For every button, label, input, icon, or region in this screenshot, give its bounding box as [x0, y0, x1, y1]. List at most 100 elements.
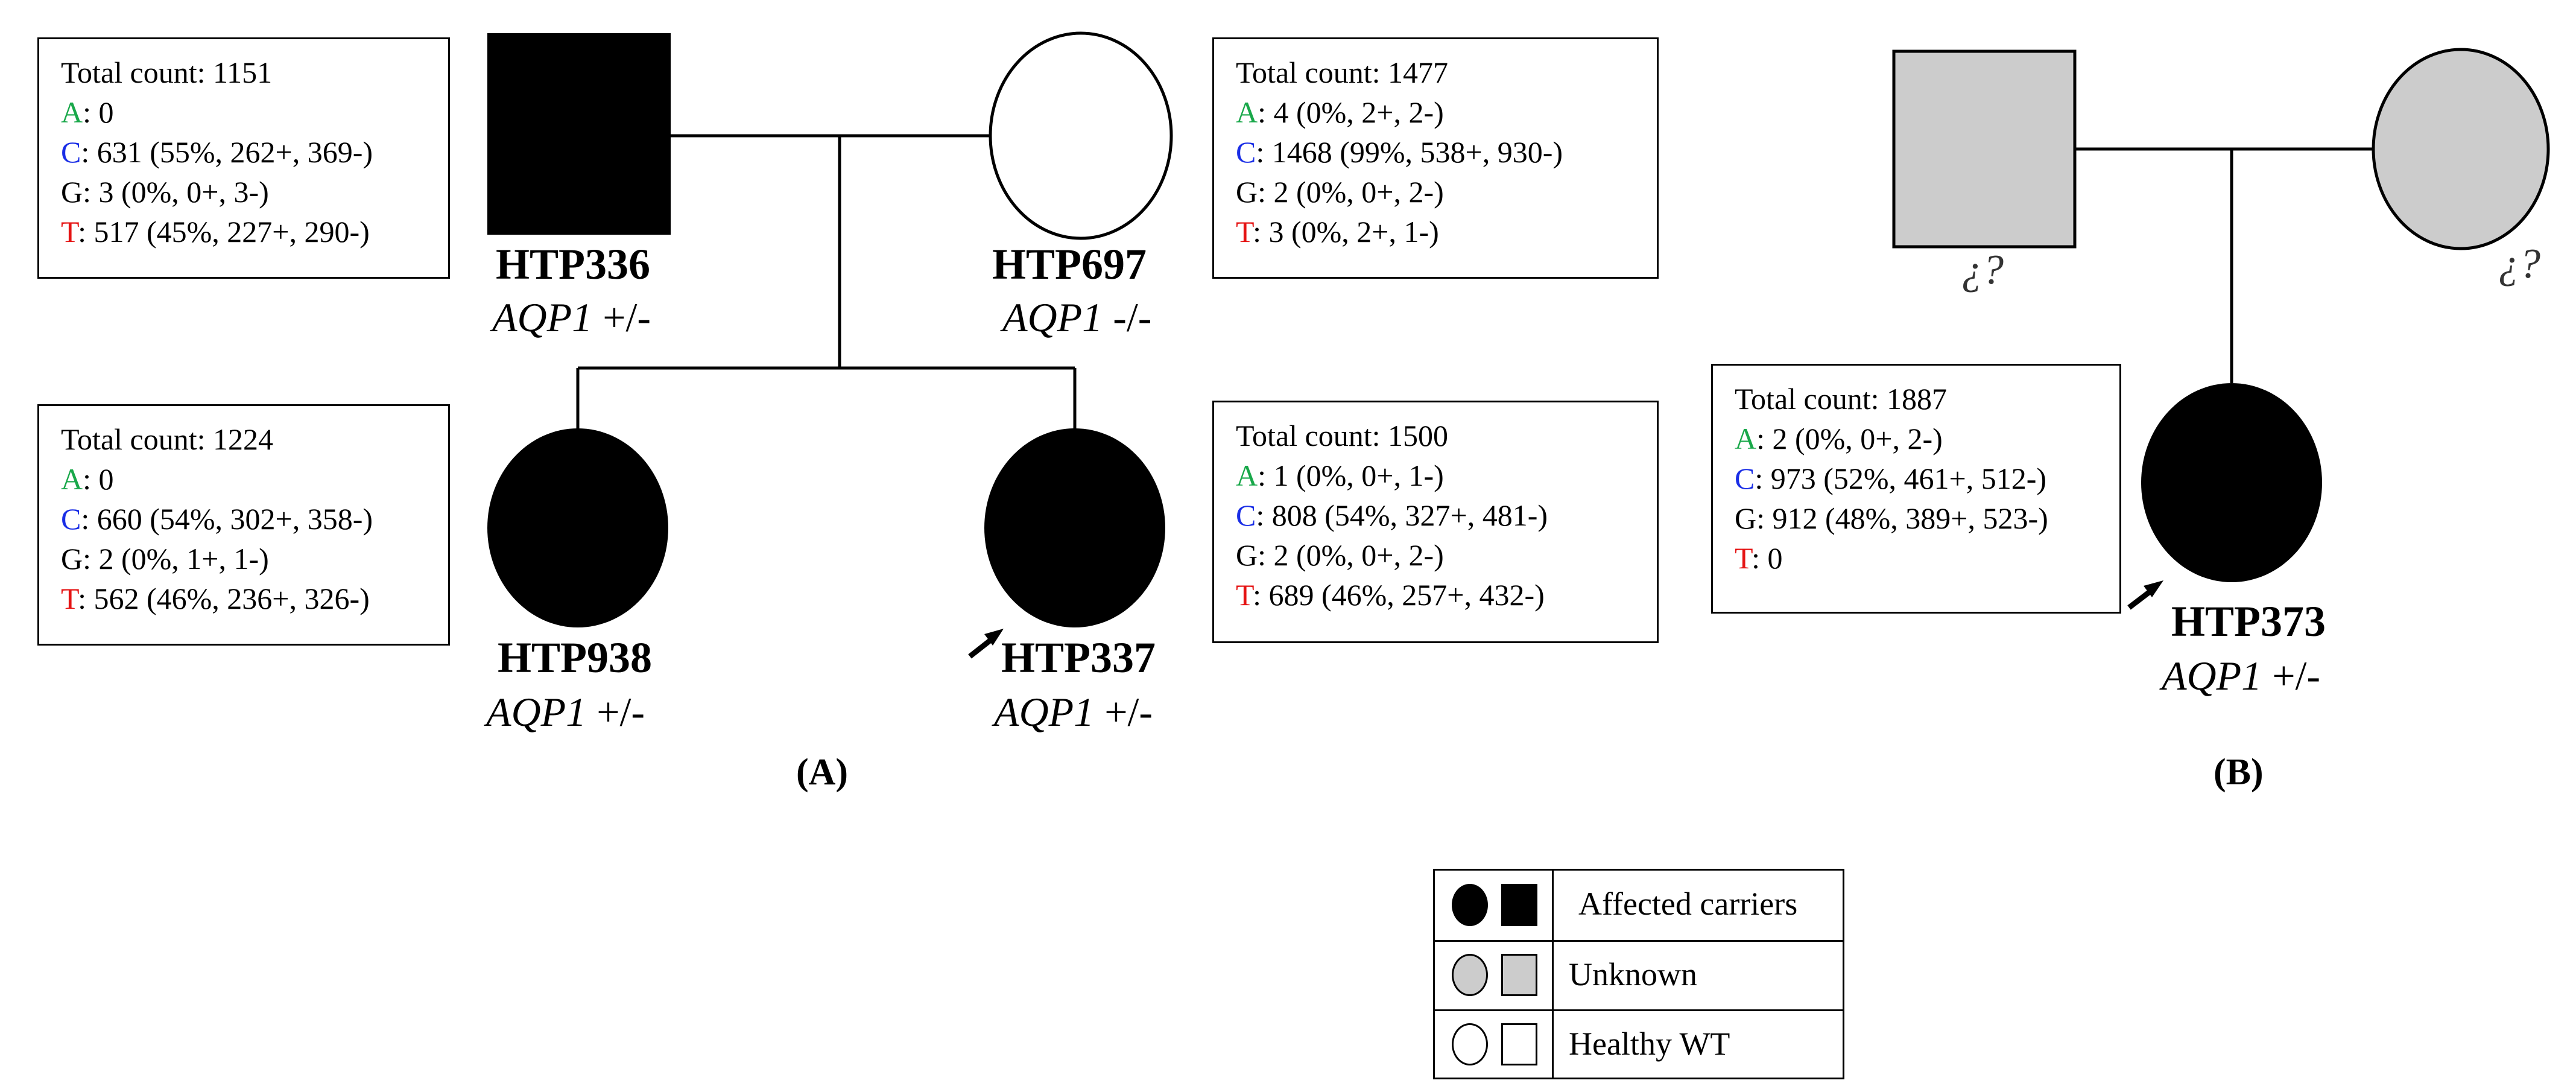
htp697-genotype: AQP1 -/- [1002, 293, 1151, 341]
base-c-count: : 660 (54%, 302+, 358-) [81, 502, 373, 536]
affected-circle-icon [1452, 884, 1488, 926]
base-a-label: A [1735, 422, 1757, 456]
base-a-count: : 1 (0%, 0+, 1-) [1258, 459, 1444, 492]
base-a-count: : 0 [83, 95, 114, 129]
base-t-label: T [61, 215, 78, 249]
count-box-htp373: Total count: 1887 A: 2 (0%, 0+, 2-) C: 9… [1711, 364, 2121, 614]
healthy-square-icon [1501, 1023, 1537, 1065]
count-box-htp336: Total count: 1151 A: 0 C: 631 (55%, 262+… [37, 37, 450, 279]
unknown-square-icon [1501, 954, 1537, 996]
htp336-genotype: AQP1 +/- [492, 293, 651, 341]
base-a-label: A [1236, 95, 1258, 129]
unknown-mother-circle-symbol [2372, 48, 2550, 250]
unknown-circle-icon [1452, 954, 1488, 996]
base-t-label: T [1735, 541, 1752, 575]
base-g-count: : 2 (0%, 0+, 2-) [1258, 538, 1444, 572]
base-g-label: G [1236, 175, 1258, 209]
htp336-square-symbol [487, 33, 671, 235]
count-box-htp337: Total count: 1500 A: 1 (0%, 0+, 1-) C: 8… [1212, 401, 1659, 643]
legend-row-affected: Affected carriers [1435, 871, 1843, 940]
total-count: Total count: 1887 [1735, 382, 1948, 416]
genotype-value: -/- [1103, 294, 1152, 340]
father-b-unknown-label: ¿? [1961, 247, 2004, 293]
base-t-label: T [1236, 578, 1253, 612]
genotype-value: +/- [592, 294, 651, 340]
base-t-label: T [61, 582, 78, 615]
base-g-count: : 2 (0%, 0+, 2-) [1258, 175, 1444, 209]
legend: Affected carriers Unknown Healthy WT [1433, 869, 1844, 1079]
htp373-circle-symbol [2141, 383, 2322, 582]
affected-square-icon [1501, 884, 1537, 926]
gene-name: AQP1 [486, 689, 587, 735]
legend-divider [1552, 871, 1554, 1078]
count-box-htp938: Total count: 1224 A: 0 C: 660 (54%, 302+… [37, 404, 450, 646]
base-c-count: : 631 (55%, 262+, 369-) [81, 135, 373, 169]
htp337-id: HTP337 [1001, 633, 1156, 682]
base-g-label: G [61, 542, 83, 576]
legend-healthy-label: Healthy WT [1569, 1026, 1730, 1062]
base-c-count: : 973 (52%, 461+, 512-) [1755, 462, 2047, 495]
base-a-label: A [1236, 459, 1258, 492]
gene-name: AQP1 [492, 294, 593, 340]
base-c-label: C [1236, 135, 1256, 169]
htp337-genotype: AQP1 +/- [994, 688, 1153, 736]
legend-unknown-label: Unknown [1569, 956, 1697, 992]
base-t-count: : 3 (0%, 2+, 1-) [1253, 215, 1439, 249]
gene-name: AQP1 [2162, 653, 2262, 699]
htp336-id: HTP336 [496, 240, 651, 288]
base-c-count: : 808 (54%, 327+, 481-) [1256, 498, 1548, 532]
base-g-count: : 3 (0%, 0+, 3-) [83, 175, 269, 209]
legend-row-unknown: Unknown [1435, 940, 1843, 1009]
base-a-count: : 2 (0%, 0+, 2-) [1756, 422, 1943, 456]
total-count: Total count: 1477 [1236, 56, 1449, 89]
base-a-count: : 0 [83, 462, 114, 496]
base-t-count: : 0 [1752, 541, 1783, 575]
total-count: Total count: 1151 [61, 56, 273, 89]
healthy-circle-icon [1452, 1023, 1488, 1065]
count-box-htp697: Total count: 1477 A: 4 (0%, 2+, 2-) C: 1… [1212, 37, 1659, 279]
htp938-genotype: AQP1 +/- [486, 688, 645, 736]
genotype-value: +/- [586, 689, 645, 735]
gene-name: AQP1 [1002, 294, 1103, 340]
htp373-id: HTP373 [2171, 597, 2326, 646]
base-t-count: : 517 (45%, 227+, 290-) [78, 215, 370, 249]
base-t-count: : 689 (46%, 257+, 432-) [1253, 578, 1545, 612]
base-g-count: : 912 (48%, 389+, 523-) [1756, 501, 2048, 535]
htp337-circle-symbol [984, 428, 1165, 627]
panel-label-a: (A) [796, 752, 849, 793]
base-c-count: : 1468 (99%, 538+, 930-) [1256, 135, 1563, 169]
base-g-label: G [61, 175, 83, 209]
base-a-count: : 4 (0%, 2+, 2-) [1258, 95, 1444, 129]
genotype-value: +/- [1094, 689, 1153, 735]
proband-arrow-icon-htp373 [2127, 580, 2163, 610]
genotype-value: +/- [2262, 653, 2321, 699]
base-t-count: : 562 (46%, 236+, 326-) [78, 582, 370, 615]
proband-arrow-icon-htp337 [968, 629, 1004, 659]
base-t-label: T [1236, 215, 1253, 249]
base-c-label: C [1236, 498, 1256, 532]
base-c-label: C [61, 135, 81, 169]
base-g-label: G [1735, 501, 1757, 535]
total-count: Total count: 1224 [61, 422, 274, 456]
base-g-label: G [1236, 538, 1258, 572]
htp697-circle-symbol [989, 31, 1173, 240]
htp938-circle-symbol [487, 428, 668, 627]
base-a-label: A [61, 462, 83, 496]
family-a-lines [576, 134, 1077, 430]
panel-label-b: (B) [2214, 752, 2264, 793]
mother-b-unknown-label: ¿? [2498, 241, 2540, 287]
legend-affected-label: Affected carriers [1578, 886, 1798, 922]
htp938-id: HTP938 [498, 633, 653, 682]
gene-name: AQP1 [994, 689, 1095, 735]
base-g-count: : 2 (0%, 1+, 1-) [83, 542, 269, 576]
family-b-lines [2075, 147, 2373, 383]
base-c-label: C [61, 502, 81, 536]
htp697-id: HTP697 [992, 240, 1147, 288]
base-c-label: C [1735, 462, 1755, 495]
total-count: Total count: 1500 [1236, 419, 1449, 452]
legend-row-healthy: Healthy WT [1435, 1009, 1843, 1079]
unknown-father-square-symbol [1892, 49, 2077, 249]
htp373-genotype: AQP1 +/- [2162, 652, 2320, 700]
base-a-label: A [61, 95, 83, 129]
